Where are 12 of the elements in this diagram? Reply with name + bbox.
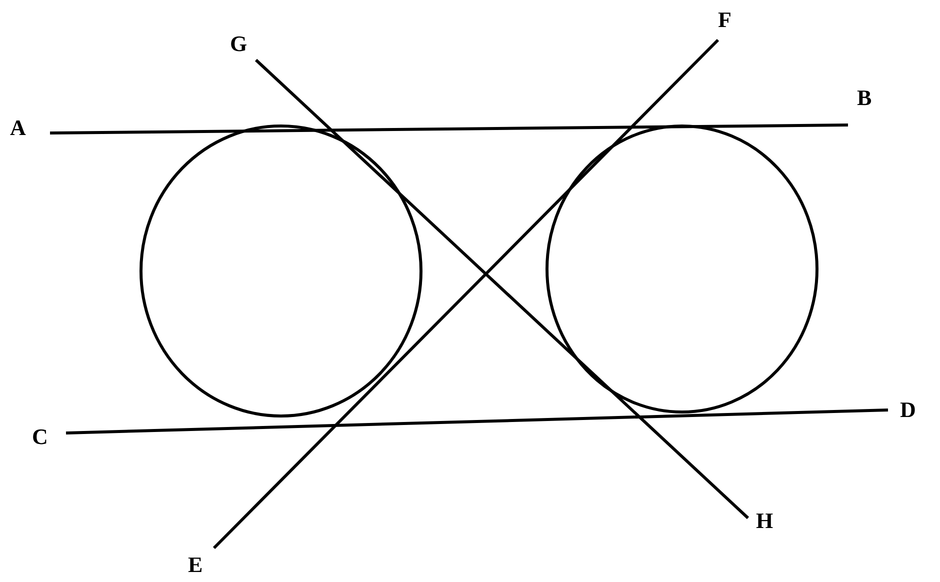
point-label: C <box>32 425 48 449</box>
point-label: D <box>900 398 916 422</box>
point-label: E <box>188 553 203 577</box>
point-label: B <box>857 86 872 110</box>
point-label: A <box>10 116 26 140</box>
line <box>254 58 750 520</box>
point-label: F <box>718 8 732 32</box>
line <box>212 38 720 550</box>
line <box>50 124 848 134</box>
point-label: H <box>756 509 774 533</box>
line <box>66 408 888 434</box>
point-label: G <box>230 32 248 56</box>
